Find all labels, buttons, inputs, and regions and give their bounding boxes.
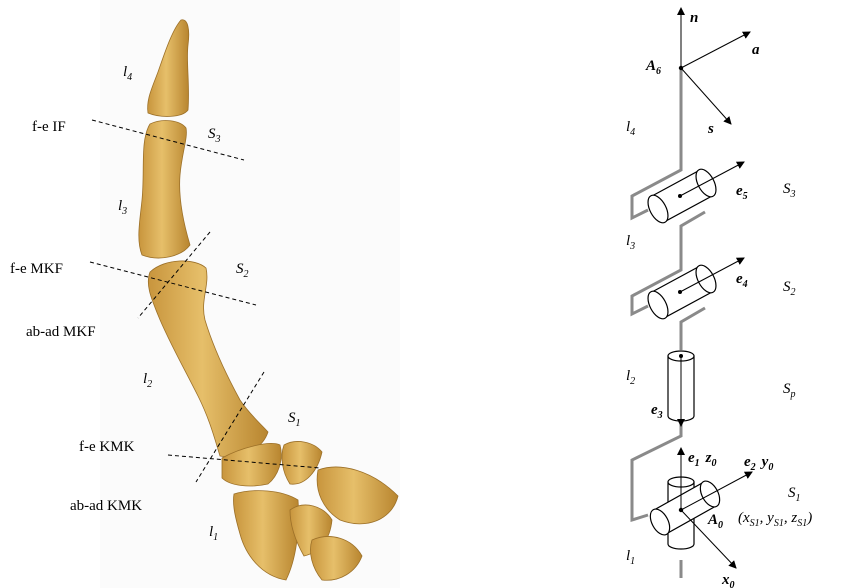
right-s1-label: S1: [788, 485, 801, 504]
right-l4-label: l4: [626, 119, 635, 138]
joint-s3-cylinder: [644, 162, 744, 226]
sp-label: Sp: [783, 381, 796, 400]
e5-label: e5: [736, 183, 748, 202]
a6-label: A6: [645, 58, 661, 77]
n-axis-label: n: [690, 10, 698, 26]
a0-point: [679, 508, 683, 512]
e4-label: e4: [736, 271, 748, 290]
x0-label: x0: [721, 572, 735, 588]
joint-s2-cylinder: [644, 258, 744, 322]
a6-point: [679, 66, 683, 70]
right-l3-label: l3: [626, 233, 635, 252]
a0-coordinates-label: (xS1, yS1, zS1): [738, 510, 812, 529]
fe-mkf-label: f-e MKF: [10, 261, 63, 277]
right-l1-label: l1: [626, 548, 635, 567]
abad-kmk-label: ab-ad KMK: [70, 498, 142, 514]
right-s3-label: S3: [783, 181, 796, 200]
right-s2-label: S2: [783, 279, 796, 298]
e3-label: e3: [651, 402, 663, 421]
finger-bones-illustration: l4 S3 f-e IF l3 f-e MKF S2 ab-ad MKF l2 …: [10, 0, 400, 588]
a-axis-label: a: [752, 42, 760, 58]
abad-mkf-label: ab-ad MKF: [26, 324, 96, 340]
right-l2-label: l2: [626, 368, 635, 387]
fe-kmk-label: f-e KMK: [79, 439, 135, 455]
a0-label: A0: [707, 512, 723, 531]
fe-if-label: f-e IF: [32, 119, 66, 135]
joint-sp-cylinder: [668, 351, 694, 426]
s-axis-label: s: [707, 121, 714, 137]
